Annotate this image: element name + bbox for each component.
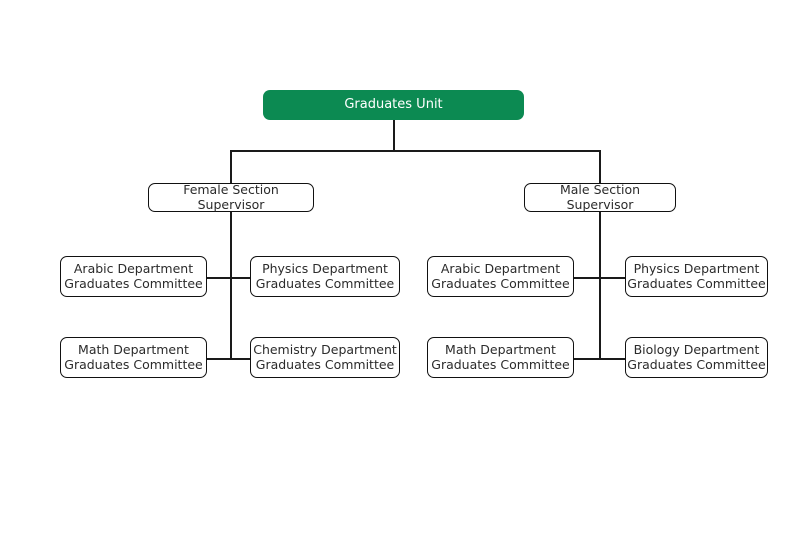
node-female-section-supervisor-label: Female Section Supervisor: [183, 181, 279, 212]
node-male-section-supervisor-label: Male Section Supervisor: [559, 181, 641, 212]
connector-female-row2-left: [206, 358, 232, 360]
connector-female-row2-right: [230, 358, 251, 360]
connector-male-row1-right: [599, 277, 626, 279]
node-female-physics-committee[interactable]: Physics Department Graduates Committee: [250, 256, 400, 297]
connector-male-row2-left: [573, 358, 601, 360]
node-female-section-supervisor[interactable]: Female Section Supervisor: [148, 181, 314, 212]
node-male-math-committee-label: Math Department Graduates Committee: [431, 341, 570, 372]
node-male-physics-committee[interactable]: Physics Department Graduates Committee: [625, 256, 768, 297]
node-female-arabic-committee-label: Arabic Department Graduates Committee: [64, 260, 203, 291]
node-female-math-committee[interactable]: Math Department Graduates Committee: [60, 337, 207, 378]
node-male-biology-committee[interactable]: Biology Department Graduates Committee: [625, 337, 768, 378]
node-female-arabic-committee[interactable]: Arabic Department Graduates Committee: [60, 256, 207, 297]
node-male-arabic-committee-label: Arabic Department Graduates Committee: [431, 260, 570, 291]
connector-root-drop: [393, 118, 395, 152]
connector-male-row1-left: [573, 277, 601, 279]
connector-male-spine: [599, 185, 601, 359]
node-male-arabic-committee[interactable]: Arabic Department Graduates Committee: [427, 256, 574, 297]
node-graduates-unit-label: Graduates Unit: [344, 97, 443, 113]
connector-male-row2-right: [599, 358, 626, 360]
node-male-section-supervisor[interactable]: Male Section Supervisor: [524, 181, 676, 212]
connector-bus-to-male-supervisor: [599, 150, 601, 185]
node-male-math-committee[interactable]: Math Department Graduates Committee: [427, 337, 574, 378]
connector-bus-to-female-supervisor: [230, 150, 232, 185]
node-graduates-unit[interactable]: Graduates Unit: [263, 90, 524, 120]
node-male-physics-committee-label: Physics Department Graduates Committee: [627, 260, 766, 291]
node-female-chemistry-committee[interactable]: Chemistry Department Graduates Committee: [250, 337, 400, 378]
node-male-biology-committee-label: Biology Department Graduates Committee: [627, 341, 766, 372]
connector-root-bus: [230, 150, 601, 152]
connector-female-row1-right: [230, 277, 251, 279]
connector-female-spine: [230, 185, 232, 359]
node-female-math-committee-label: Math Department Graduates Committee: [64, 341, 203, 372]
node-female-physics-committee-label: Physics Department Graduates Committee: [255, 260, 395, 291]
connector-female-row1-left: [206, 277, 232, 279]
node-female-chemistry-committee-label: Chemistry Department Graduates Committee: [253, 341, 397, 372]
